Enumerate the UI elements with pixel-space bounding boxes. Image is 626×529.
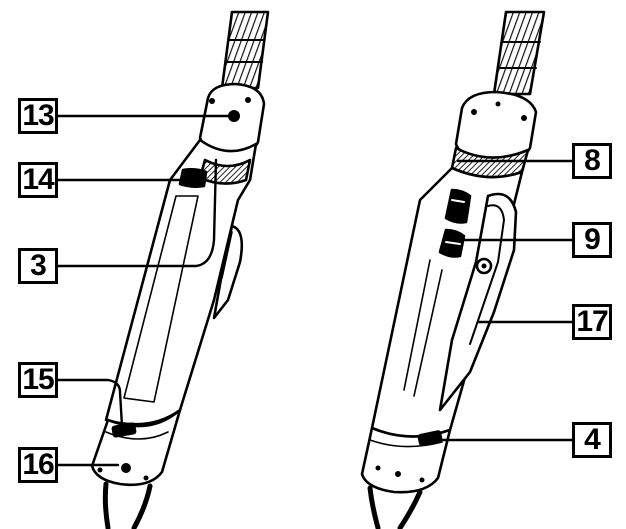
callout-14: 14 <box>18 162 58 198</box>
callout-17-label: 17 <box>576 305 608 338</box>
left-lower-cord-a <box>102 481 111 529</box>
callout-9: 9 <box>572 222 612 258</box>
right-lower-cord-a <box>367 485 381 529</box>
right-upper-cord <box>492 10 546 96</box>
left-upper-cord <box>220 10 270 90</box>
left-lower-cord-b <box>131 483 153 529</box>
callout-16: 16 <box>18 447 58 483</box>
leader-3 <box>56 158 218 268</box>
leader-15 <box>56 378 124 428</box>
left-display-window <box>123 195 199 403</box>
callout-14-label: 14 <box>22 163 54 196</box>
right-bottom-button <box>417 430 443 446</box>
left-bottom-button <box>111 422 137 438</box>
callout-4-label: 4 <box>584 423 601 456</box>
right-lower-cord-b <box>397 489 423 529</box>
callout-3-label: 3 <box>30 249 47 282</box>
left-hold-switch <box>178 168 208 188</box>
callout-15-label: 15 <box>22 363 54 396</box>
callout-9-label: 9 <box>584 223 601 256</box>
left-device <box>90 10 270 529</box>
right-top-cap <box>454 90 538 162</box>
callout-15: 15 <box>18 362 58 398</box>
callout-13: 13 <box>18 98 58 134</box>
callout-4: 4 <box>572 422 612 458</box>
right-device <box>360 10 546 529</box>
callout-16-label: 16 <box>22 448 54 481</box>
leader-lines <box>56 114 574 467</box>
callout-8-label: 8 <box>584 144 601 177</box>
right-clip <box>438 192 518 412</box>
callout-3: 3 <box>18 248 58 284</box>
callout-13-label: 13 <box>22 99 54 132</box>
right-volume-button <box>444 188 472 224</box>
callout-8: 8 <box>572 143 612 179</box>
left-clip <box>212 224 244 320</box>
left-jog-ring <box>198 158 252 185</box>
callout-17: 17 <box>572 304 612 340</box>
